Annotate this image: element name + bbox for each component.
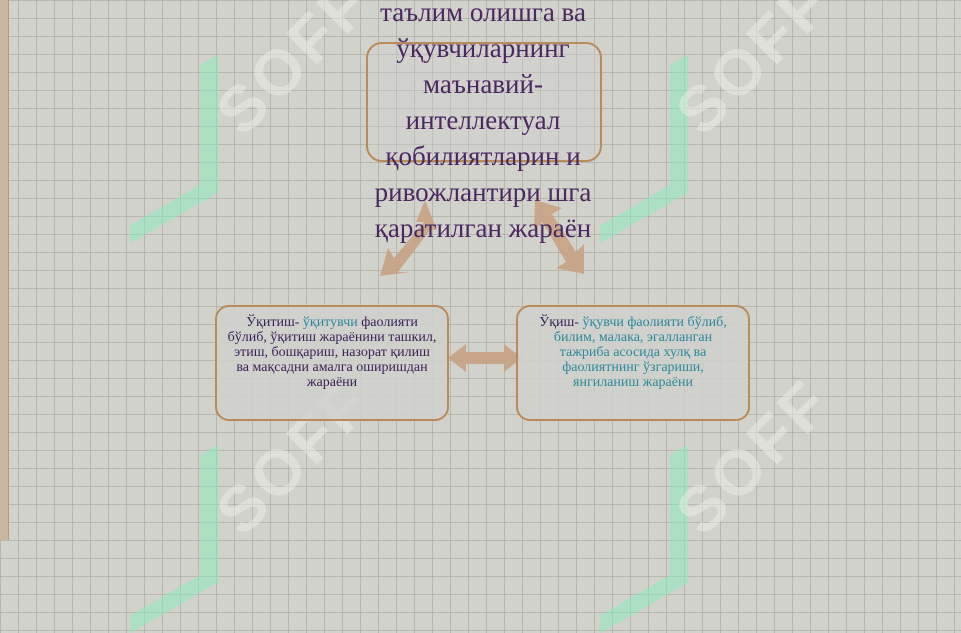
- teaching-desc: фаолияти бўлиб, ўқитиш жараёнини ташкил,…: [227, 315, 437, 390]
- learning-term: Ўқиш-: [539, 315, 579, 330]
- teaching-box: Ўқитиш- ўқитувчи фаолияти бўлиб, ўқитиш …: [215, 305, 449, 421]
- learning-desc: ўқувчи фаолияти бўлиб, билим, малака, эг…: [553, 315, 727, 390]
- diagram-arrows: [380, 200, 584, 372]
- learning-box: Ўқиш- ўқувчи фаолияти бўлиб, билим, мала…: [516, 305, 750, 421]
- teaching-term: Ўқитиш-: [246, 315, 300, 330]
- teaching-desc-colored: ўқитувчи: [299, 315, 358, 330]
- center-box: [366, 42, 602, 162]
- center-text: таълим олишга ва ўқувчиларнинг маънавий-…: [374, 0, 592, 243]
- arrow-right-diagonal: [534, 200, 584, 274]
- arrow-horizontal: [448, 344, 522, 372]
- arrow-left-diagonal: [380, 200, 437, 276]
- page-margin: [0, 0, 9, 540]
